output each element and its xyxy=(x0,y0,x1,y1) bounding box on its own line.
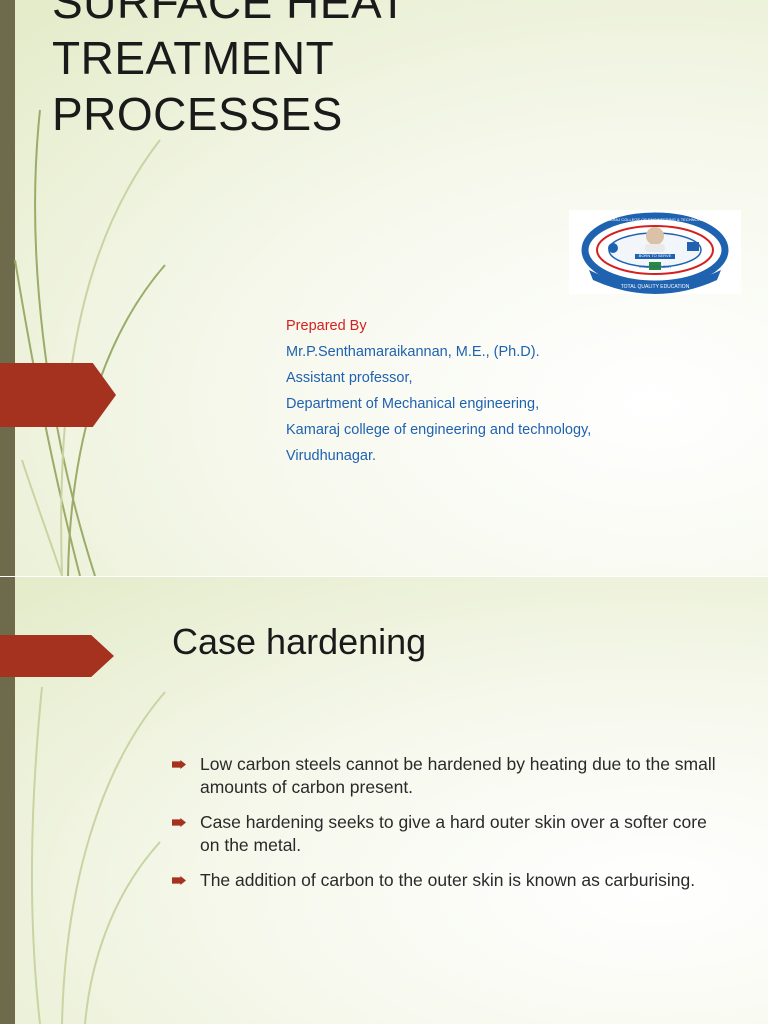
bullet-text: Low carbon steels cannot be hardened by … xyxy=(200,754,716,797)
title-line: PROCESSES xyxy=(52,88,343,140)
title-slide: SURFACE HEAT TREATMENT PROCESSES TOTAL Q… xyxy=(0,0,768,576)
arrow-bullet-icon xyxy=(172,760,186,769)
svg-text:BORN TO SERVE: BORN TO SERVE xyxy=(639,253,672,258)
content-slide: Case hardening Low carbon steels cannot … xyxy=(0,577,768,1024)
arrow-bullet-icon xyxy=(172,876,186,885)
bullet-text: Case hardening seeks to give a hard oute… xyxy=(200,812,707,855)
decorative-curves xyxy=(30,686,166,1024)
author-name: Mr.P.Senthamaraikannan, M.E., (Ph.D). xyxy=(286,344,540,360)
arrow-bullet-icon xyxy=(172,818,186,827)
svg-text:TOTAL QUALITY EDUCATION: TOTAL QUALITY EDUCATION xyxy=(621,284,690,290)
bullet-text: The addition of carbon to the outer skin… xyxy=(200,870,696,890)
title-line: TREATMENT xyxy=(52,32,335,84)
svg-text:VIRUDHUNAGAR: VIRUDHUNAGAR xyxy=(639,264,672,269)
bullet-list: Low carbon steels cannot be hardened by … xyxy=(170,753,720,904)
left-accent-bar xyxy=(0,577,15,1024)
svg-text:KAMARAJ COLLEGE OF ENGINEERING: KAMARAJ COLLEGE OF ENGINEERING & TECHNOL… xyxy=(601,217,709,222)
slide-title: SURFACE HEAT TREATMENT PROCESSES xyxy=(52,0,407,142)
list-item: Low carbon steels cannot be hardened by … xyxy=(170,753,720,799)
prepared-by-label: Prepared By xyxy=(286,318,367,334)
author-designation: Assistant professor, xyxy=(286,370,413,386)
college-logo: TOTAL QUALITY EDUCATION BORN TO SERVE VI… xyxy=(569,210,741,294)
list-item: The addition of carbon to the outer skin… xyxy=(170,869,720,892)
accent-arrow-tab xyxy=(0,363,116,427)
author-block: Prepared By Mr.P.Senthamaraikannan, M.E.… xyxy=(286,313,591,469)
title-line: SURFACE HEAT xyxy=(52,0,408,28)
left-accent-bar xyxy=(0,0,15,576)
accent-arrow-tab xyxy=(0,635,114,677)
slide-title: Case hardening xyxy=(172,621,427,662)
author-college: Kamaraj college of engineering and techn… xyxy=(286,422,592,438)
author-city: Virudhunagar. xyxy=(286,448,377,464)
author-department: Department of Mechanical engineering, xyxy=(286,396,540,412)
list-item: Case hardening seeks to give a hard oute… xyxy=(170,811,720,857)
